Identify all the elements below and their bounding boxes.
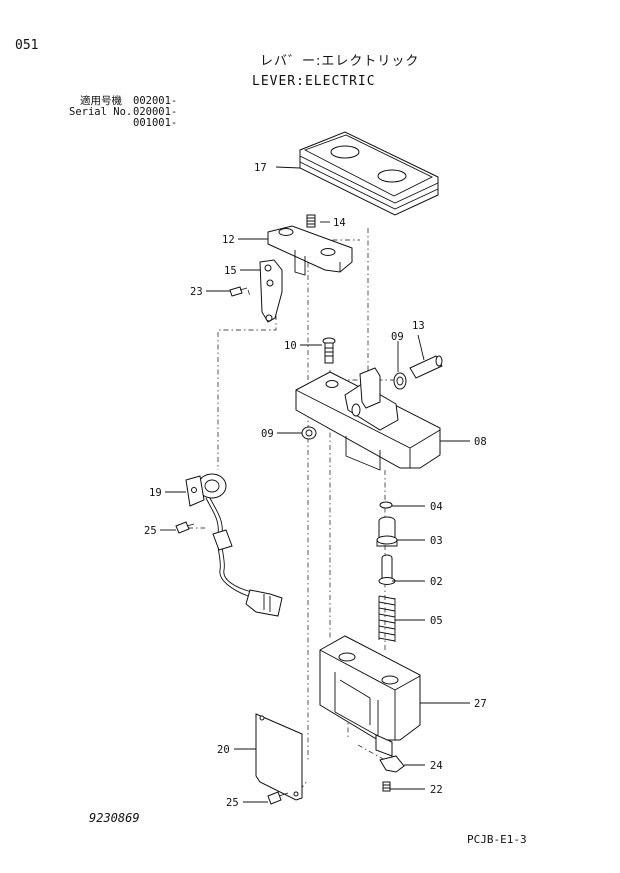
callout-09-lower: 09 <box>261 428 274 440</box>
part-10-bolt <box>322 337 336 364</box>
callout-19: 19 <box>149 487 162 499</box>
part-13-pin <box>409 355 443 379</box>
part-23-screw <box>229 286 248 297</box>
part-14-set-screw <box>306 214 316 228</box>
part-15-plate <box>259 259 283 323</box>
part-09-bushing-lower <box>301 426 317 440</box>
part-25-screw-lower <box>267 791 289 805</box>
callout-25-upper: 25 <box>144 525 157 537</box>
callout-12: 12 <box>222 234 235 246</box>
callout-14: 14 <box>333 217 346 229</box>
callout-04: 04 <box>430 501 443 513</box>
callout-24: 24 <box>430 760 443 772</box>
serial-label-en: Serial No. <box>69 106 133 118</box>
callout-20: 20 <box>217 744 230 756</box>
callout-25-lower: 25 <box>226 797 239 809</box>
callout-10: 10 <box>284 340 297 352</box>
part-20-cover <box>255 713 303 801</box>
drawing-number: 9230869 <box>89 811 140 825</box>
callout-27: 27 <box>474 698 487 710</box>
serial-value: 020001- <box>133 106 178 118</box>
part-02-plunger <box>378 554 396 585</box>
part-04-o-ring <box>379 501 393 509</box>
title-japanese: レバ゛ー:エレクトリック <box>260 54 420 69</box>
callout-22: 22 <box>430 784 443 796</box>
part-27-body <box>319 635 421 757</box>
callout-09-upper: 09 <box>391 331 404 343</box>
callout-13: 13 <box>412 320 425 332</box>
part-08-lever-housing <box>295 367 441 471</box>
part-09-bushing-upper <box>393 372 407 390</box>
callout-03: 03 <box>430 535 443 547</box>
callout-05: 05 <box>430 615 443 627</box>
sheet-code: PCJB-E1-3 <box>467 833 527 846</box>
callout-08: 08 <box>474 436 487 448</box>
part-25-screw-upper <box>175 521 195 534</box>
part-12-bracket <box>267 225 353 276</box>
part-17-boot <box>299 131 439 216</box>
callout-02: 02 <box>430 576 443 588</box>
callout-15: 15 <box>224 265 237 277</box>
part-05-spring <box>378 595 396 642</box>
part-03-sleeve <box>376 516 398 547</box>
callout-23: 23 <box>190 286 203 298</box>
part-22-bolt <box>382 781 391 792</box>
page-number: 051 <box>15 38 39 53</box>
part-24-clip <box>379 755 405 773</box>
title-english: LEVER:ELECTRIC <box>252 74 376 89</box>
callout-17: 17 <box>254 162 267 174</box>
serial-value: 001001- <box>133 117 178 129</box>
leader-lines <box>160 166 470 803</box>
serial-label-jp: 適用号機 <box>80 95 122 107</box>
part-19-switch <box>185 473 283 617</box>
callout-labels: 17 14 12 15 23 10 09 13 09 08 19 04 25 0… <box>144 162 487 809</box>
serial-value: 002001- <box>133 95 178 107</box>
